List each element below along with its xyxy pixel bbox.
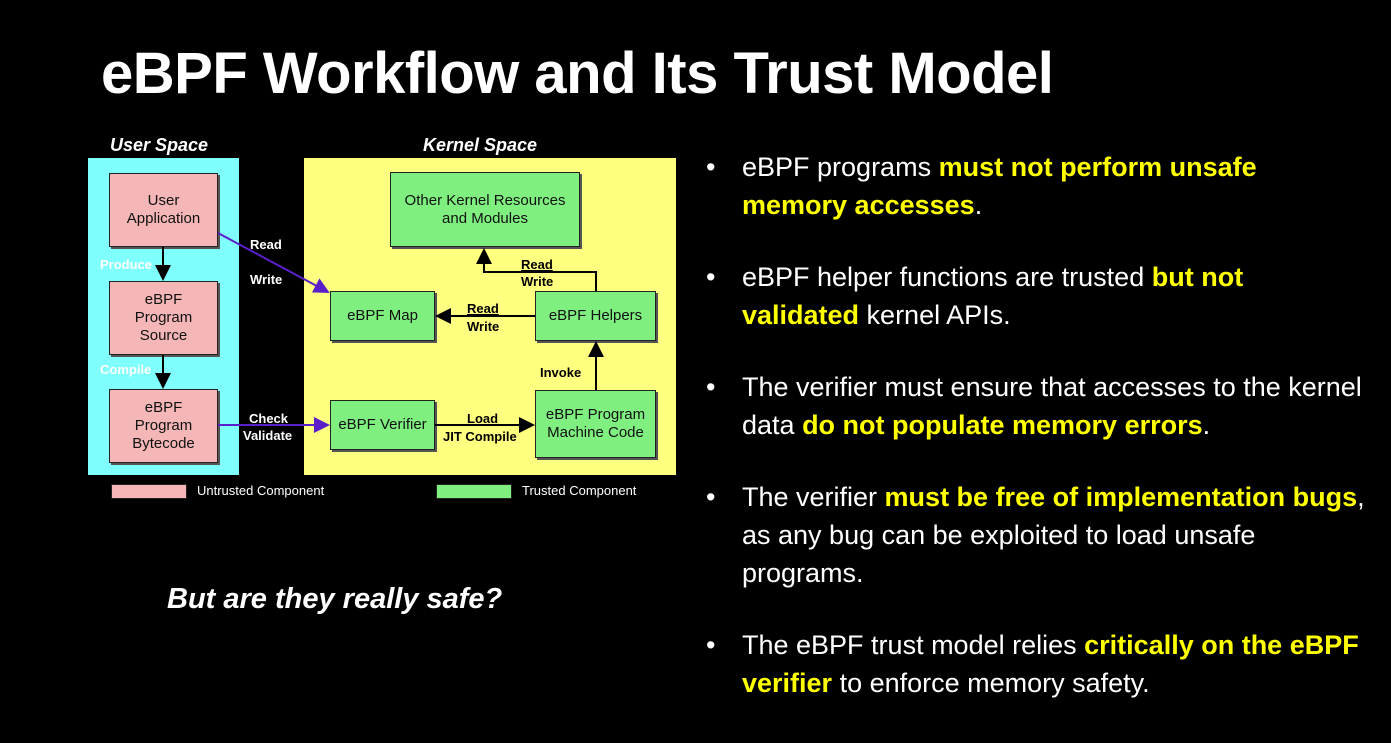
compile-label: Compile <box>100 362 152 377</box>
trusted-legend-label: Trusted Component <box>522 483 637 498</box>
read-label-map: Read <box>467 301 499 316</box>
ebpf-map-node: eBPF Map <box>330 291 435 341</box>
produce-label: Produce <box>100 257 153 272</box>
untrusted-legend-label: Untrusted Component <box>197 483 325 498</box>
machine-code-node: eBPF Program Machine Code <box>535 390 656 458</box>
ebpf-helpers-node: eBPF Helpers <box>535 291 656 341</box>
bullet-item: eBPF programs must not perform unsafe me… <box>706 148 1366 224</box>
bullet-item: The eBPF trust model relies critically o… <box>706 626 1366 702</box>
invoke-label: Invoke <box>540 365 582 380</box>
question-text: But are they really safe? <box>167 583 503 615</box>
write-label-user: Write <box>250 272 283 287</box>
user-space-label: User Space <box>110 135 209 155</box>
slide-title: eBPF Workflow and Its Trust Model <box>101 41 1054 106</box>
validate-label: Validate <box>243 428 293 443</box>
read-label-user: Read <box>250 237 282 252</box>
user-application-node: User Application <box>109 173 218 247</box>
helpers-to-kernel-arrow <box>476 248 597 291</box>
user-to-map-arrow <box>217 232 330 293</box>
program-bytecode-node: eBPF Program Bytecode <box>109 389 218 463</box>
read-label-kernel: Read <box>521 257 553 272</box>
jit-compile-label: JIT Compile <box>443 429 517 444</box>
program-source-node: eBPF Program Source <box>109 281 218 355</box>
bullet-item: The verifier must ensure that accesses t… <box>706 368 1366 444</box>
untrusted-legend-swatch <box>111 484 187 499</box>
write-label-map: Write <box>467 319 500 334</box>
load-label: Load <box>467 411 499 426</box>
ebpf-verifier-node: eBPF Verifier <box>330 400 435 450</box>
check-label: Check <box>249 411 289 426</box>
kernel-space-label: Kernel Space <box>423 135 538 155</box>
diagram-arrows <box>155 232 604 433</box>
bullet-list: eBPF programs must not perform unsafe me… <box>706 148 1366 736</box>
other-kernel-node: Other Kernel Resources and Modules <box>390 172 580 247</box>
trusted-legend-swatch <box>436 484 512 499</box>
bullet-item: The verifier must be free of implementat… <box>706 478 1366 592</box>
write-label-kernel: Write <box>521 274 554 289</box>
bullet-item: eBPF helper functions are trusted but no… <box>706 258 1366 334</box>
